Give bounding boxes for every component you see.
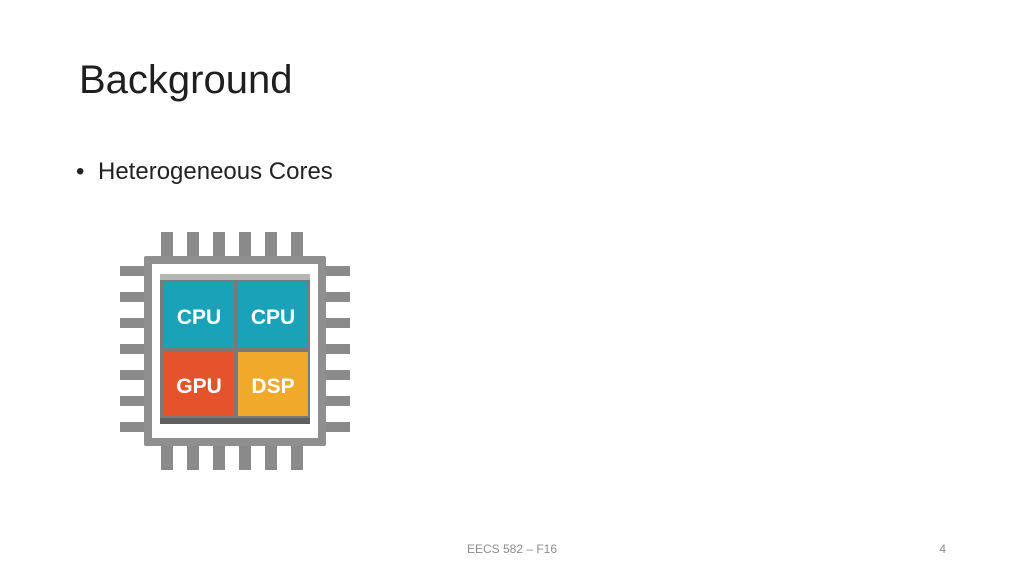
chip-pin-bottom-3 (213, 446, 225, 470)
chip-pin-right-7 (326, 422, 350, 432)
bullet-dot-icon: • (76, 158, 85, 185)
chip-pin-bottom-4 (239, 446, 251, 470)
chip-pin-right-1 (326, 266, 350, 276)
chip-pin-top-5 (265, 232, 277, 256)
chip-pin-right-4 (326, 344, 350, 354)
footer-course-label: EECS 582 – F16 (466, 542, 558, 556)
chip-pin-bottom-6 (291, 446, 303, 470)
chip-die-bottom-strip (160, 418, 310, 424)
chip-pin-left-2 (120, 292, 144, 302)
chip-pin-left-3 (120, 318, 144, 328)
chip-pin-right-2 (326, 292, 350, 302)
chip-pin-right-5 (326, 370, 350, 380)
chip-pin-right-6 (326, 396, 350, 406)
chip-pin-left-4 (120, 344, 144, 354)
core-label-cpu-2: CPU (251, 306, 295, 329)
chip-svg: CPU CPU GPU DSP (120, 232, 350, 470)
slide-title: Background (79, 58, 293, 102)
chip-pin-left-6 (120, 396, 144, 406)
core-tile-gpu (164, 352, 234, 416)
core-label-dsp: DSP (251, 375, 294, 398)
core-tile-cpu-1 (164, 282, 234, 348)
processor-chip-icon: CPU CPU GPU DSP (118, 230, 352, 472)
core-tile-cpu-2 (238, 282, 308, 348)
bullet-item: • Heterogeneous Cores (76, 156, 333, 188)
chip-pin-bottom-2 (187, 446, 199, 470)
chip-pin-top-2 (187, 232, 199, 256)
chip-pins (120, 232, 350, 470)
footer-page-number: 4 (939, 542, 946, 556)
chip-pin-left-7 (120, 422, 144, 432)
chip-pin-top-6 (291, 232, 303, 256)
chip-pin-left-5 (120, 370, 144, 380)
chip-pin-top-1 (161, 232, 173, 256)
chip-pin-top-4 (239, 232, 251, 256)
chip-die-top-strip (160, 274, 310, 280)
core-label-cpu-1: CPU (177, 306, 221, 329)
bullet-list: • Heterogeneous Cores (76, 156, 333, 188)
chip-pin-right-3 (326, 318, 350, 328)
bullet-text: Heterogeneous Cores (98, 158, 333, 185)
chip-pin-top-3 (213, 232, 225, 256)
chip-pin-left-1 (120, 266, 144, 276)
chip-pin-bottom-5 (265, 446, 277, 470)
core-tile-dsp (238, 352, 308, 416)
core-label-gpu: GPU (176, 375, 222, 398)
chip-pin-bottom-1 (161, 446, 173, 470)
